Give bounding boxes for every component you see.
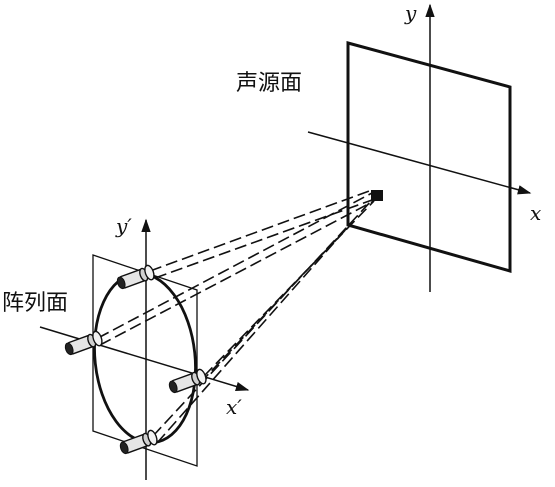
microphone-icon (168, 368, 207, 394)
sight-line-bottom-b (156, 227, 348, 444)
source-x-axis-label: x (530, 201, 541, 225)
microphone-icon (119, 429, 158, 455)
array-x-axis-label: x′ (226, 395, 242, 419)
source-plane (307, 3, 532, 292)
sight-line-left-a (97, 192, 373, 339)
array-x-axis (39, 326, 250, 392)
source-x-axis (307, 131, 532, 195)
source-y-axis-label: y (404, 1, 417, 25)
sight-line-top-b (154, 199, 373, 279)
microphone-icon (64, 330, 103, 356)
sight-line-bottom-a (152, 199, 373, 437)
microphone-icon (116, 264, 155, 290)
sight-line-top-a (149, 189, 373, 272)
array-plane-frame (92, 254, 198, 467)
array-plane (39, 218, 250, 480)
array-y-axis-label: y′ (115, 214, 132, 238)
source-plane-label: 声源面 (236, 71, 302, 96)
sound-source-icon (371, 190, 383, 201)
array-ring (93, 271, 197, 445)
source-plane-frame (346, 41, 512, 273)
array-plane-label: 阵列面 (2, 291, 68, 316)
